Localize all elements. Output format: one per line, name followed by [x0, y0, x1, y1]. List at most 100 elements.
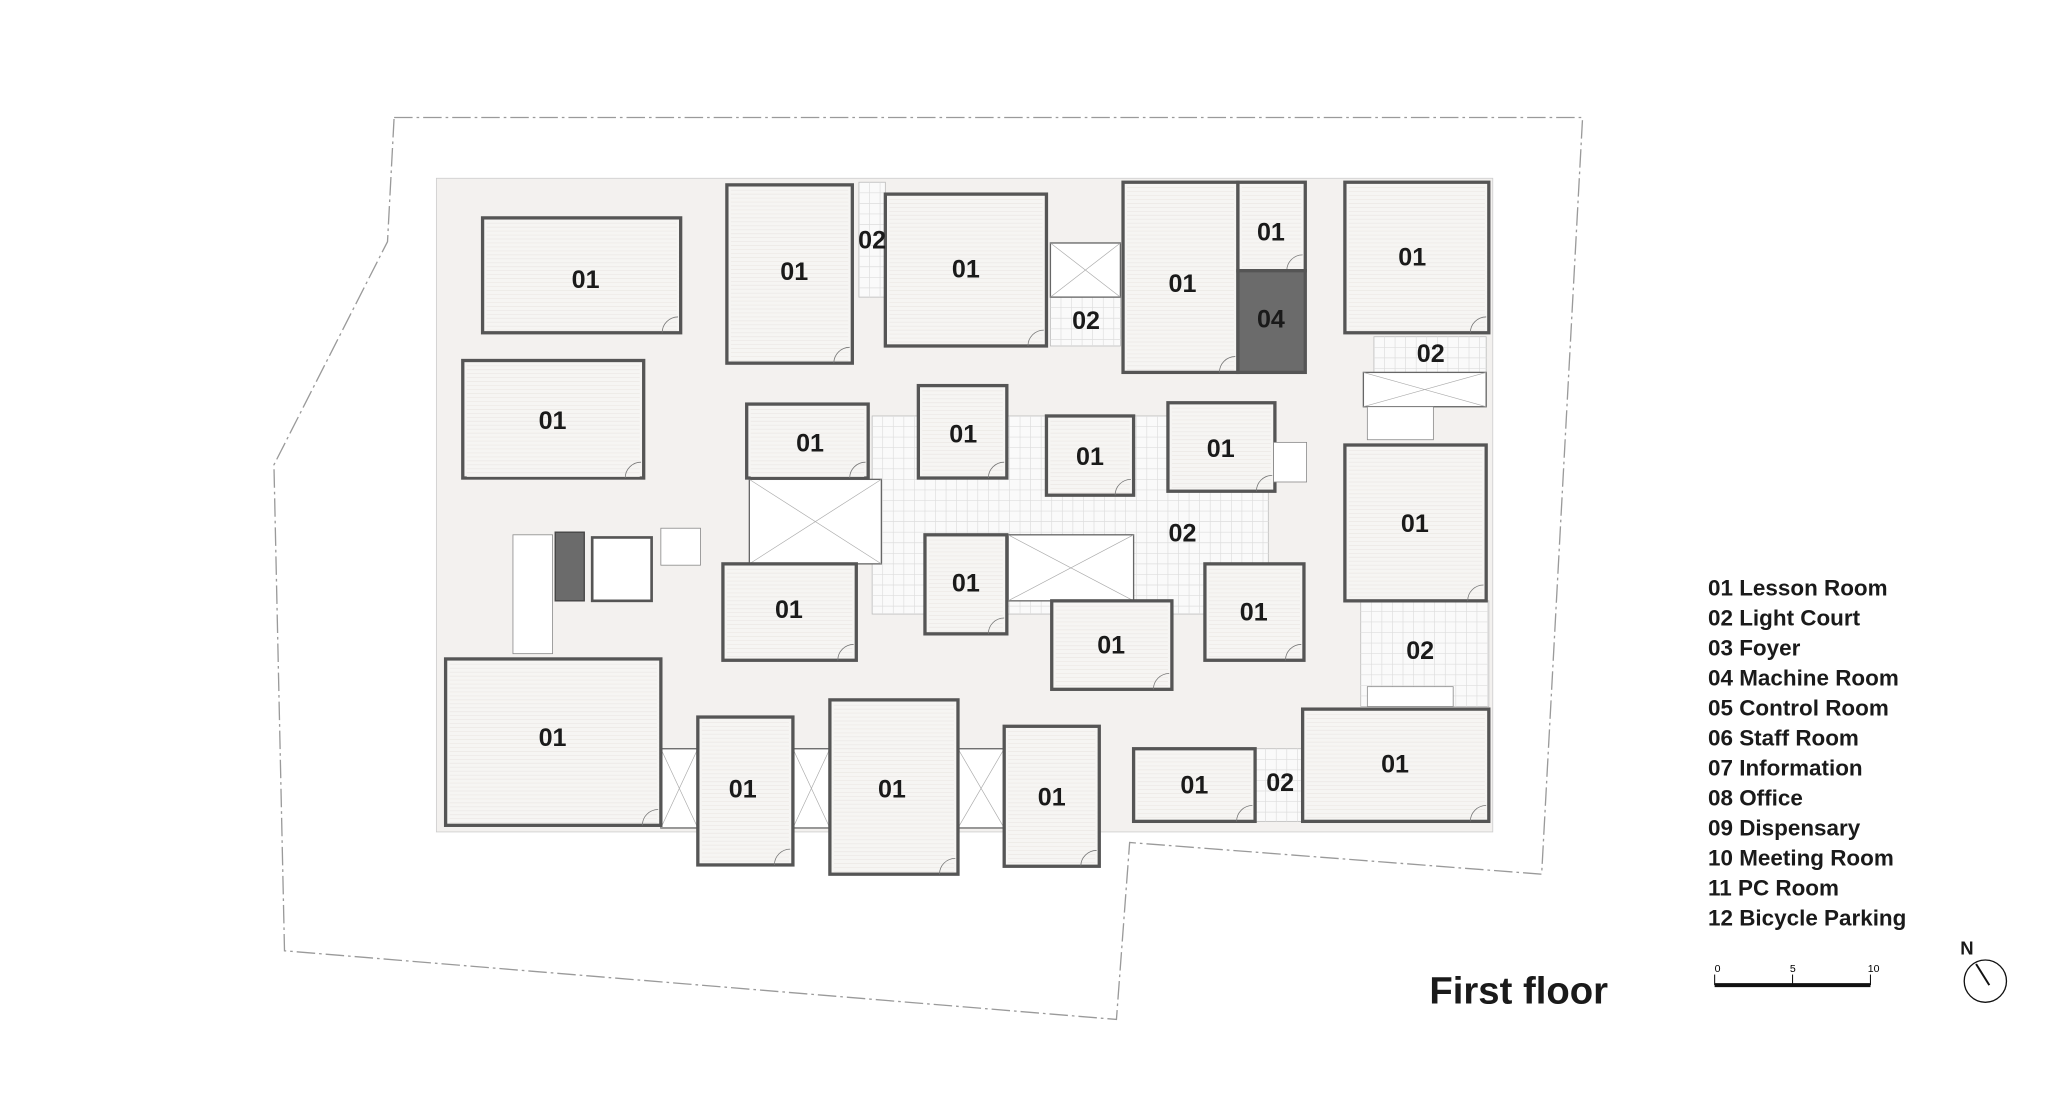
lesson-room: 01: [1343, 443, 1488, 603]
legend-item: 11 PC Room: [1708, 875, 1839, 900]
door-swing: [1027, 329, 1044, 346]
lesson-room: 01: [883, 192, 1049, 348]
door-swing: [1286, 254, 1303, 271]
room-label: 01: [952, 255, 980, 283]
door-swing: [987, 461, 1005, 479]
door-swing: [774, 848, 791, 865]
stairs: [512, 406, 1454, 707]
lesson-room: 01: [461, 358, 646, 480]
legend: 01 Lesson Room 02 Light Court 03 Foyer 04 M…: [1708, 576, 1906, 931]
lesson-room: 01: [1300, 707, 1491, 824]
lesson-room: 01: [828, 698, 960, 876]
scale-tick-0: 0: [1715, 963, 1721, 975]
legend-item: 06 Staff Room: [1708, 725, 1859, 750]
legend-item: 04 Machine Room: [1708, 665, 1899, 690]
door-swing: [849, 461, 866, 479]
light-court-label: 02: [858, 226, 886, 254]
machine-room: 04: [1236, 269, 1307, 375]
scale-tick-5: 5: [1790, 963, 1796, 975]
lesson-room: 01: [725, 183, 854, 365]
void-opening: [957, 748, 1005, 829]
void-opening: [1049, 242, 1122, 298]
room-label: 01: [1398, 243, 1426, 271]
room-label: 01: [780, 258, 808, 286]
light-court-label: 02: [1169, 519, 1197, 547]
legend-item: 05 Control Room: [1708, 695, 1889, 720]
room-label: 01: [729, 776, 757, 804]
legend-item: 01 Lesson Room: [1708, 576, 1888, 601]
door-swing: [1469, 805, 1487, 822]
door-swing: [939, 857, 956, 875]
door-swing: [987, 617, 1005, 634]
room-label: 01: [1381, 751, 1409, 779]
legend-item: 03 Foyer: [1708, 636, 1801, 661]
door-swing: [624, 461, 642, 479]
room-label: 01: [1038, 784, 1066, 812]
room-label: 01: [952, 570, 980, 598]
void-opening: [1007, 534, 1135, 602]
door-swing: [1285, 644, 1302, 661]
door-swing: [1114, 478, 1131, 496]
light-court-label: 02: [1266, 769, 1294, 797]
drawing-title: First floor: [1429, 970, 1608, 1013]
lesson-room: 01: [696, 715, 795, 867]
north-arrow-icon: N: [1960, 938, 2008, 1003]
light-court-label: 02: [1417, 340, 1445, 368]
north-label: N: [1960, 938, 1973, 959]
void-opening: [660, 748, 699, 829]
door-swing: [1256, 474, 1273, 492]
lesson-room: 01: [1166, 401, 1277, 493]
door-swing: [1080, 850, 1097, 867]
scale-bar: 0 5 10: [1714, 963, 1880, 988]
void-opening: [792, 748, 831, 829]
site-boundary: [273, 116, 1584, 1021]
lesson-room: 01: [1002, 724, 1101, 868]
room-label: 01: [1207, 435, 1235, 463]
light-court-grid: [1373, 336, 1487, 373]
lesson-room: 01: [1203, 562, 1306, 662]
lesson-room: 01: [923, 533, 1009, 636]
room-label: 01: [796, 430, 824, 458]
lesson-room: 01: [916, 383, 1009, 480]
lesson-room: 01: [480, 216, 683, 335]
room-label: 01: [1401, 510, 1429, 538]
legend-item: 08 Office: [1708, 785, 1803, 810]
room-label: 01: [1180, 772, 1208, 800]
light-court-grid: [1050, 296, 1121, 347]
legend-item: 09 Dispensary: [1708, 815, 1861, 840]
lesson-room: 01: [745, 402, 870, 480]
legend-item: 02 Light Court: [1708, 606, 1861, 631]
lesson-room: 01: [1131, 747, 1257, 824]
room-label: 01: [949, 420, 977, 448]
light-court-label: 02: [1072, 307, 1100, 335]
lesson-room: 01: [1050, 599, 1174, 691]
legend-item: 12 Bicycle Parking: [1708, 905, 1906, 930]
room-label: 01: [775, 596, 803, 624]
scale-tick-10: 10: [1868, 963, 1880, 975]
legend-item: 07 Information: [1708, 755, 1863, 780]
room-label: 04: [1257, 305, 1285, 333]
door-swing: [661, 316, 679, 333]
room-label: 01: [1257, 218, 1285, 246]
lesson-room: 01: [721, 562, 858, 662]
room-label: 01: [1097, 632, 1125, 660]
lesson-room: 01: [1044, 414, 1136, 497]
door-swing: [1153, 673, 1170, 690]
room-label: 01: [539, 724, 567, 752]
door-swing: [1469, 316, 1487, 333]
void-areas: [660, 242, 1487, 829]
light-court-label: 02: [1406, 637, 1434, 665]
door-swing: [1219, 356, 1236, 373]
room-label: 01: [878, 776, 906, 804]
room-label: 01: [1240, 599, 1268, 627]
light-court-grid: [858, 181, 886, 298]
void-opening: [1362, 371, 1487, 408]
lesson-room: 01: [1236, 180, 1307, 273]
room-label: 01: [572, 266, 600, 294]
lesson-room: 01: [1343, 180, 1491, 335]
door-swing: [1236, 805, 1253, 822]
void-opening: [748, 478, 883, 565]
lesson-room: 01: [1121, 180, 1240, 375]
door-swing: [833, 346, 850, 364]
